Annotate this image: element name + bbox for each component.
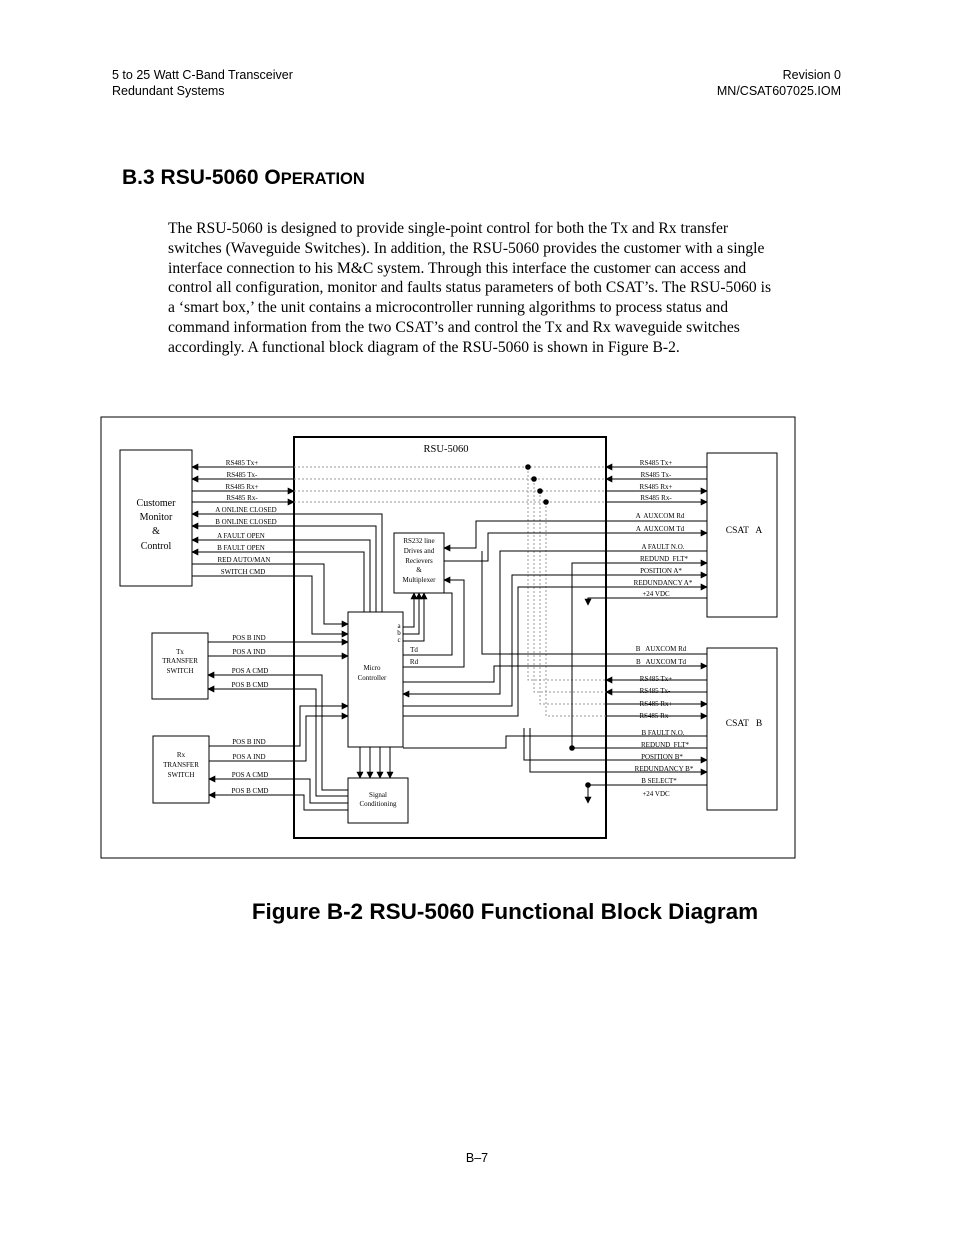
rx-transfer-switch <box>152 735 210 804</box>
paragraph-line: command information from the two CSAT’s … <box>168 318 740 336</box>
header-subtitle: Redundant Systems <box>112 84 225 98</box>
figure-frame <box>100 416 796 859</box>
section-title: RSU-5060 OPERATION <box>160 166 365 189</box>
signal-label: RS485 Rx- <box>226 494 258 502</box>
signal-label: A AUXCOM Td <box>636 525 685 533</box>
paragraph-line: interface connection to his M&C system. … <box>168 259 747 277</box>
signal-label: A FAULT N.O. <box>641 543 684 551</box>
signal-label: RS485 Rx+ <box>640 483 673 491</box>
micro-label: Controller <box>358 674 387 682</box>
header-revision: Revision 0 <box>782 68 841 82</box>
signal-label: RS485 Rx+ <box>226 483 259 491</box>
signal-label: A ONLINE CLOSED <box>215 506 276 514</box>
signal-label: B SELECT* <box>641 777 677 785</box>
micro-port: b <box>397 629 401 637</box>
figure-caption: Figure B-2 RSU-5060 Functional Block Dia… <box>251 899 759 924</box>
running-header-left: 5 to 25 Watt C-Band Transceiver Redundan… <box>112 67 293 99</box>
signal-label: RS485 Tx+ <box>226 459 258 467</box>
tx-switch-label: TRANSFER <box>162 657 198 665</box>
signal-label: POS B IND <box>232 738 265 746</box>
signal-label: B FAULT OPEN <box>217 544 265 552</box>
signal-label: B FAULT N.O. <box>641 729 684 737</box>
signal-label: B AUXCOM Rd <box>636 645 687 653</box>
rx-switch-label: TRANSFER <box>163 761 199 769</box>
signal-label: +24 VDC <box>642 590 670 598</box>
paragraph-line: switches (Waveguide Switches). In additi… <box>168 239 765 257</box>
paragraph-line: The RSU-5060 is designed to provide sing… <box>168 220 729 237</box>
rsu-enclosure <box>293 436 607 839</box>
signal-label: RED AUTO/MAN <box>218 556 271 564</box>
customer-block <box>119 449 193 587</box>
signal-label: REDUNDANCY B* <box>635 765 694 773</box>
signal-label: RS485 Tx- <box>640 687 671 695</box>
signal-label: +24 VDC <box>642 790 670 798</box>
page-number: B–7 <box>465 1151 489 1165</box>
td-label: Td <box>410 646 418 654</box>
rx-switch-label: Rx <box>177 751 186 759</box>
customer-label: Control <box>141 541 172 552</box>
customer-label: Monitor <box>140 512 173 523</box>
rsu-title: RSU-5060 <box>424 444 469 455</box>
signal-cond-label: Conditioning <box>360 800 397 808</box>
tx-switch-label: SWITCH <box>167 667 194 675</box>
paragraph-line: a ‘smart box,’ the unit contains a micro… <box>168 299 729 317</box>
section-number: B.3 <box>122 166 155 189</box>
rs232-label: Recievers <box>405 557 433 565</box>
signal-label: A AUXCOM Rd <box>636 512 685 520</box>
signal-label: B ONLINE CLOSED <box>215 518 276 526</box>
header-doc-id: MN/CSAT607025.IOM <box>716 84 841 98</box>
section-heading: B.3 RSU-5060 OPERATION <box>122 164 365 193</box>
csat-a-label: CSAT A <box>726 526 763 536</box>
signal-label: POSITION A* <box>640 567 682 575</box>
micro-port: a <box>397 622 401 630</box>
signal-label: RS485 Tx- <box>641 471 672 479</box>
paragraph-line: control all configuration, monitor and f… <box>168 279 772 297</box>
signal-label: SWITCH CMD <box>221 568 266 576</box>
customer-label: Customer <box>137 498 177 509</box>
rs232-label: & <box>416 566 422 574</box>
signal-label: POS A CMD <box>232 771 269 779</box>
customer-label: & <box>152 526 160 537</box>
micro-controller-block <box>347 611 404 748</box>
signal-label: A FAULT OPEN <box>217 532 265 540</box>
signal-label: RS485 Tx- <box>227 471 258 479</box>
running-header-right: Revision 0 MN/CSAT607025.IOM <box>717 67 841 99</box>
signal-label: POS B IND <box>232 634 265 642</box>
signal-label: POS A CMD <box>232 667 269 675</box>
signal-cond-label: Signal <box>369 791 387 799</box>
signal-label: REDUND FLT* <box>641 741 689 749</box>
body-paragraph: The RSU-5060 is designed to provide sing… <box>168 219 844 358</box>
csat-b-block <box>706 647 778 811</box>
signal-label: POS A IND <box>232 648 265 656</box>
signal-label: RS485 Tx+ <box>640 459 672 467</box>
micro-port: c <box>397 636 400 644</box>
rs232-label: Drives and <box>404 547 435 555</box>
signal-label: POSITION B* <box>641 753 683 761</box>
signal-label: POS A IND <box>232 753 265 761</box>
rd-label: Rd <box>410 658 419 666</box>
signal-label: REDUND FLT* <box>640 555 688 563</box>
signal-label: REDUNDANCY A* <box>634 579 693 587</box>
header-product: 5 to 25 Watt C-Band Transceiver <box>112 68 293 82</box>
signal-label: RS485 Tx+ <box>640 675 672 683</box>
tx-switch-label: Tx <box>176 648 184 656</box>
signal-label: POS B CMD <box>232 681 269 689</box>
rx-switch-label: SWITCH <box>168 771 195 779</box>
signal-label: POS B CMD <box>232 787 269 795</box>
signal-label: B AUXCOM Td <box>636 658 687 666</box>
tx-transfer-switch <box>151 632 209 700</box>
paragraph-line: accordingly. A functional block diagram … <box>168 338 680 356</box>
csat-b-label: CSAT B <box>726 719 763 729</box>
micro-label: Micro <box>363 664 381 672</box>
rs232-label: RS232 line <box>403 537 434 545</box>
signal-label: RS485 Rx- <box>640 494 672 502</box>
rs232-label: Multiplexer <box>402 576 436 584</box>
